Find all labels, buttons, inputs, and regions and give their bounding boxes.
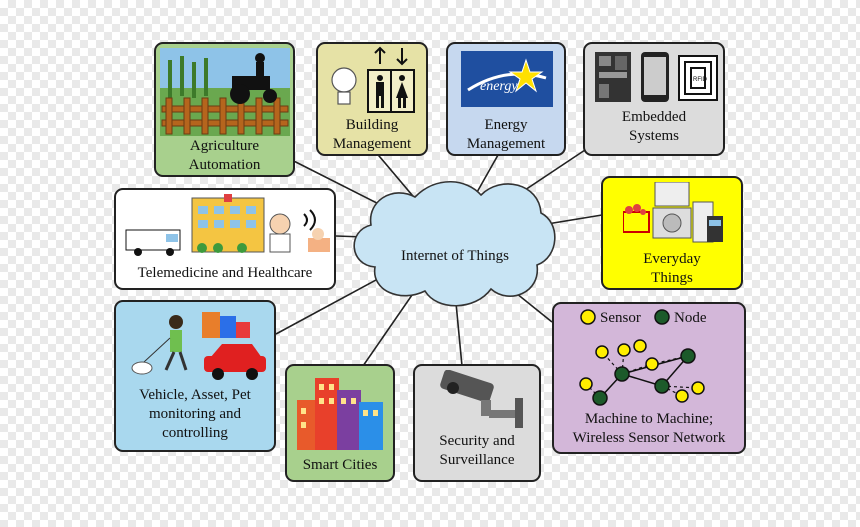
energy-star-logo: energy — [461, 51, 553, 107]
vehicle-luggage-pet-icon — [131, 312, 266, 380]
node-legend-dot — [654, 309, 670, 325]
building-management-box: Building Management — [316, 42, 428, 156]
smart-cities-box: Smart Cities — [285, 364, 395, 482]
tractor-farm-icon — [160, 48, 290, 136]
node-legend-label: Node — [674, 310, 707, 326]
energy-management-box: energy Energy Management — [446, 42, 566, 156]
chip-phone-rfid-icon: RFID — [595, 52, 718, 102]
building-label: Building Management — [332, 117, 412, 152]
energy-star-text: energy — [480, 79, 518, 94]
m2m-label: Machine to Machine; Wireless Sensor Netw… — [572, 411, 726, 446]
embedded-label: Embedded Systems — [621, 109, 687, 144]
security-label: Security and Surveillance — [439, 433, 515, 468]
everyday-label: Everyday Things — [643, 251, 701, 286]
vehicle-asset-pet-box: Vehicle, Asset, Pet monitoring and contr… — [114, 300, 276, 452]
sensor-legend-label: Sensor — [600, 310, 641, 326]
vehicle-label: Vehicle, Asset, Pet monitoring and contr… — [139, 387, 251, 441]
embedded-systems-box: RFID Embedded Systems — [583, 42, 725, 156]
appliances-icon — [623, 182, 723, 243]
elevator-bulb-icon — [331, 46, 415, 113]
internet-cloud — [353, 180, 556, 307]
rfid-text: RFID — [693, 77, 708, 83]
everyday-things-box: Everyday Things — [601, 176, 743, 290]
sensor-network-icon: Sensor Node — [579, 309, 707, 406]
city-buildings-icon — [297, 378, 383, 450]
energy-label: Energy Management — [466, 117, 546, 152]
telemedicine-box: Telemedicine and Healthcare — [114, 188, 336, 290]
ambulance-hospital-doctor-icon — [125, 194, 330, 256]
agriculture-label: Agriculture Automation — [188, 138, 261, 173]
telemedicine-label: Telemedicine and Healthcare — [137, 265, 313, 281]
machine-to-machine-box: Sensor Node — [552, 302, 746, 454]
security-surveillance-box: Security and Surveillance — [413, 364, 541, 482]
agriculture-automation-box: Agriculture Automation — [154, 42, 295, 177]
smart-cities-label: Smart Cities — [302, 457, 378, 473]
cctv-camera-icon — [440, 370, 523, 428]
center-label: Internet of Things — [400, 248, 510, 264]
sensor-legend-dot — [580, 309, 596, 325]
